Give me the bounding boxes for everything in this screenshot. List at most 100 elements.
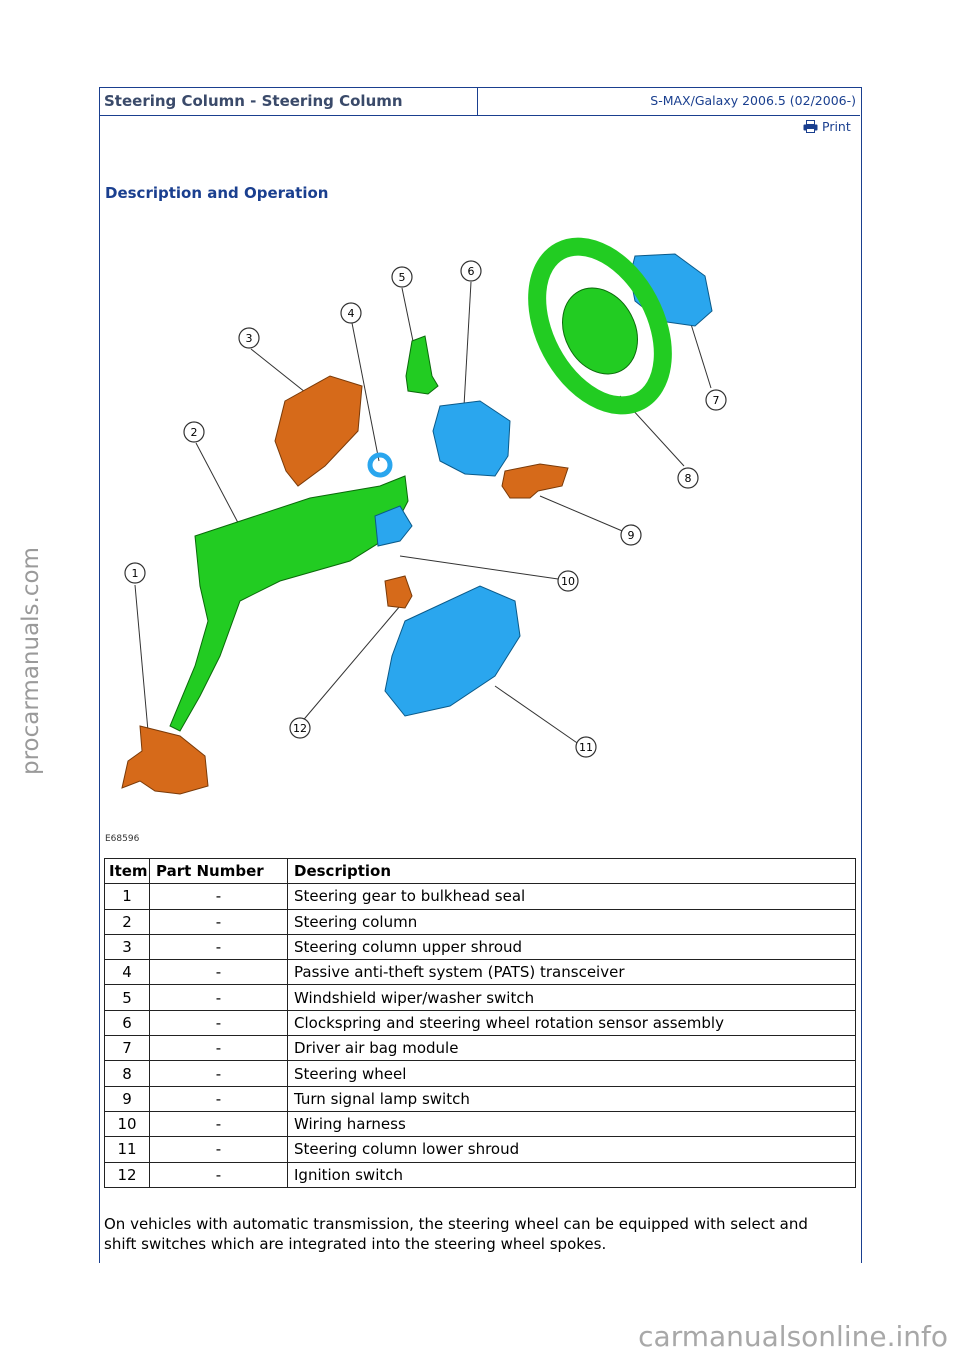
cell-description: Ignition switch (287, 1161, 856, 1188)
cell-item: 2 (104, 908, 150, 935)
cell-part-number: - (149, 1161, 288, 1188)
cell-item: 12 (104, 1161, 150, 1188)
upper-shroud-part (274, 375, 363, 487)
pats-transceiver-part (367, 452, 393, 478)
wiper-switch-part (405, 335, 439, 395)
table-row: 1-Steering gear to bulkhead seal (104, 883, 856, 910)
callout-label: 12 (293, 722, 307, 735)
watermark-bottom: carmanualsonline.info (638, 1320, 948, 1353)
cell-description: Steering column lower shroud (287, 1136, 856, 1163)
cell-description: Steering wheel (287, 1060, 856, 1087)
cell-part-number: - (149, 1136, 288, 1163)
table-row: 4-Passive anti-theft system (PATS) trans… (104, 959, 856, 986)
table-row: 11-Steering column lower shroud (104, 1136, 856, 1163)
cell-item: 1 (104, 883, 150, 910)
print-link[interactable]: Print (803, 119, 851, 134)
wiring-harness-part (374, 505, 413, 547)
watermark-left: procarmanuals.com (18, 547, 44, 775)
column-header-part-number: Part Number (149, 857, 288, 885)
table-row: 6-Clockspring and steering wheel rotatio… (104, 1009, 856, 1037)
cell-description: Wiring harness (287, 1110, 856, 1138)
printer-icon (803, 120, 818, 133)
table-row: 12-Ignition switch (104, 1161, 856, 1188)
table-row: 7-Driver air bag module (104, 1035, 856, 1062)
cell-part-number: - (149, 1035, 288, 1062)
cell-description: Steering gear to bulkhead seal (287, 883, 856, 910)
table-header-row: Item Part Number Description (104, 857, 856, 885)
table-row: 3-Steering column upper shroud (104, 933, 856, 961)
page-title: Steering Column - Steering Column (99, 87, 478, 115)
cell-item: 6 (104, 1009, 150, 1037)
callout-10: 10 (557, 570, 579, 592)
clockspring-part (432, 400, 511, 477)
cell-description: Steering column upper shroud (287, 933, 856, 961)
cell-part-number: - (149, 908, 288, 935)
cell-description: Windshield wiper/washer switch (287, 984, 856, 1011)
callout-label: 7 (713, 394, 720, 407)
callout-label: 6 (468, 265, 475, 278)
ignition-switch-part (384, 575, 413, 609)
cell-item: 8 (104, 1060, 150, 1087)
table-row: 2-Steering column (104, 908, 856, 935)
callout-label: 11 (579, 741, 593, 754)
section-title: Description and Operation (105, 184, 329, 202)
figure-id: E68596 (105, 834, 140, 844)
bulkhead-seal-part (121, 725, 209, 795)
cell-part-number: - (149, 1085, 288, 1112)
cell-item: 10 (104, 1110, 150, 1138)
callout-label: 8 (685, 472, 692, 485)
cell-part-number: - (149, 933, 288, 961)
parts-table: Item Part Number Description 1-Steering … (104, 857, 856, 1188)
cell-description: Clockspring and steering wheel rotation … (287, 1009, 856, 1037)
cell-item: 3 (104, 933, 150, 961)
callout-2: 2 (183, 421, 205, 443)
callout-9: 9 (620, 524, 642, 546)
print-label: Print (822, 119, 851, 134)
vehicle-model: S-MAX/Galaxy 2006.5 (02/2006-) (650, 93, 856, 108)
cell-part-number: - (149, 1060, 288, 1087)
steering-column-part (169, 475, 409, 732)
cell-item: 9 (104, 1085, 150, 1112)
leader-lines (134, 281, 712, 748)
callout-11: 11 (575, 736, 597, 758)
cell-description: Turn signal lamp switch (287, 1085, 856, 1112)
turn-signal-switch-part (501, 463, 569, 499)
callout-3: 3 (238, 327, 260, 349)
column-header-item: Item (104, 857, 150, 885)
table-row: 8-Steering wheel (104, 1060, 856, 1087)
callout-1: 1 (124, 562, 146, 584)
callout-label: 2 (191, 426, 198, 439)
callout-8: 8 (677, 467, 699, 489)
callout-6: 6 (460, 260, 482, 282)
callout-5: 5 (391, 266, 413, 288)
cell-item: 7 (104, 1035, 150, 1062)
callout-label: 4 (348, 307, 355, 320)
cell-description: Passive anti-theft system (PATS) transce… (287, 959, 856, 986)
lower-shroud-part (384, 585, 521, 717)
page-frame (99, 87, 862, 1263)
column-header-description: Description (287, 857, 856, 885)
transmission-note: On vehicles with automatic transmission,… (104, 1215, 808, 1253)
cell-description: Driver air bag module (287, 1035, 856, 1062)
page-header: Steering Column - Steering Column S-MAX/… (99, 87, 860, 116)
table-row: 10-Wiring harness (104, 1110, 856, 1138)
cell-part-number: - (149, 1110, 288, 1138)
callout-label: 1 (132, 567, 139, 580)
callout-12: 12 (289, 717, 311, 739)
cell-part-number: - (149, 984, 288, 1011)
table-row: 9-Turn signal lamp switch (104, 1085, 856, 1112)
cell-item: 5 (104, 984, 150, 1011)
cell-item: 11 (104, 1136, 150, 1163)
table-row: 5-Windshield wiper/washer switch (104, 984, 856, 1011)
callout-label: 10 (561, 575, 575, 588)
cell-item: 4 (104, 959, 150, 986)
callout-label: 5 (399, 271, 406, 284)
cell-part-number: - (149, 883, 288, 910)
cell-part-number: - (149, 959, 288, 986)
callout-label: 3 (246, 332, 253, 345)
callout-label: 9 (628, 529, 635, 542)
callout-4: 4 (340, 302, 362, 324)
